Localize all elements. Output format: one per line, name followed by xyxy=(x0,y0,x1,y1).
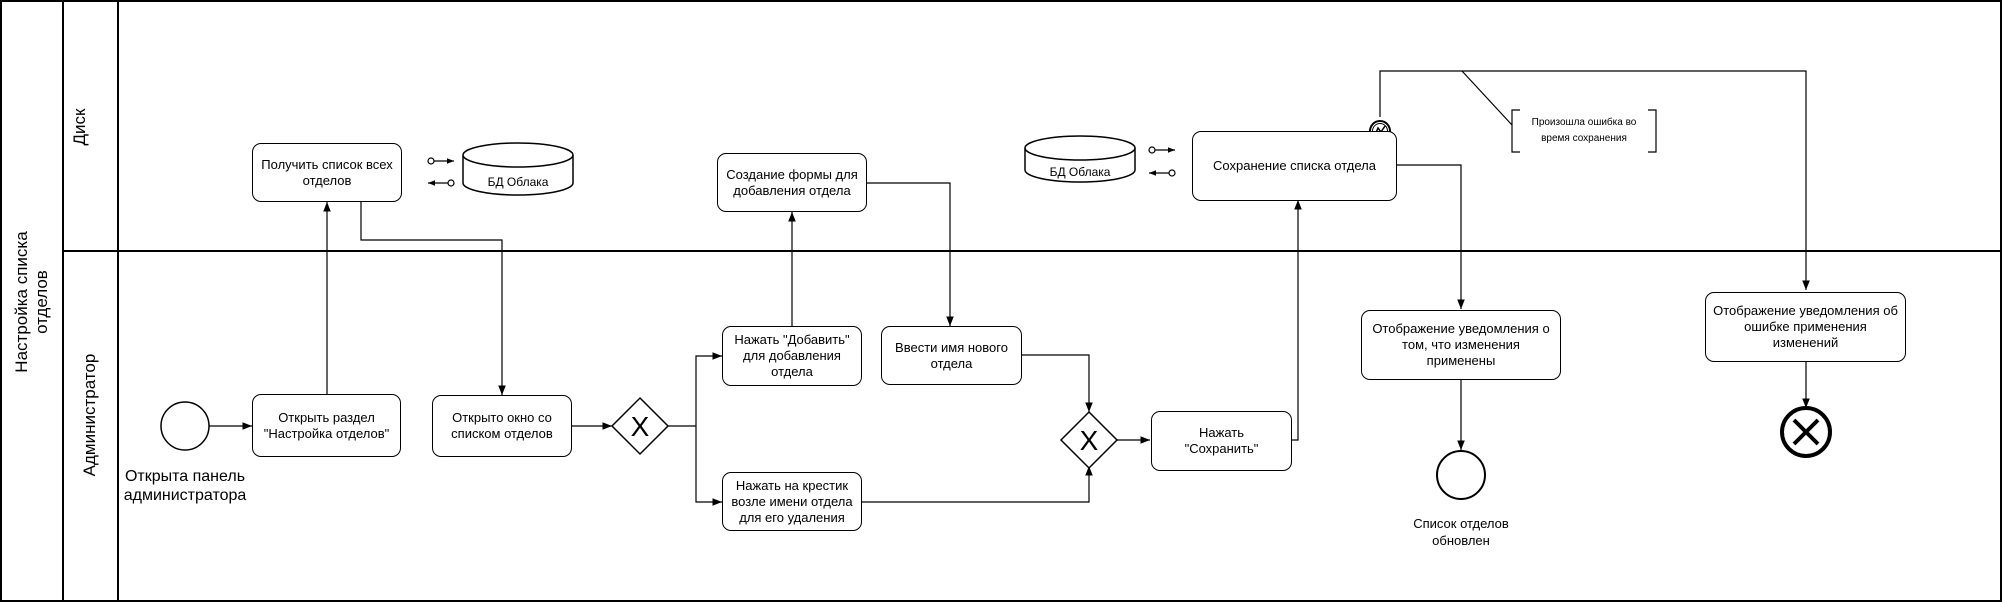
end-event-label: Список отделов обновлен xyxy=(1413,516,1509,548)
lane-title-disk: Диск xyxy=(70,108,89,146)
task-save-list: Сохранение списка отдела xyxy=(1192,131,1397,201)
flow-gateway-to-add xyxy=(695,352,722,426)
db-left-datastore xyxy=(462,142,574,196)
annotation-association xyxy=(1461,70,1513,126)
lane-title-admin: Администратор xyxy=(80,353,99,477)
pool-title: Настройка списка отделов xyxy=(12,231,51,373)
task-get-all-departments: Получить список всех отделов xyxy=(252,143,402,202)
db-left-label: БД Облака xyxy=(487,175,549,189)
gateway-2-symbol: X xyxy=(1080,425,1099,456)
flow-cross-to-gateway xyxy=(862,466,1093,503)
exclusive-gateway-1: X xyxy=(610,396,670,456)
task-create-form: Создание формы для добавления отдела xyxy=(717,153,867,212)
db-right-datastore xyxy=(1024,135,1136,183)
flow-save-to-save-list xyxy=(1292,200,1302,441)
task-press-cross: Нажать на крестик возле имени отдела для… xyxy=(722,472,862,531)
end-event xyxy=(1436,450,1486,500)
flow-get-all-to-window xyxy=(360,202,506,395)
flow-create-form-to-enter-name xyxy=(866,182,954,326)
task-window-opened: Открыто окно со списком отделов xyxy=(432,395,572,457)
error-annotation-text: Произошла ошибка во время сохранения xyxy=(1531,117,1637,144)
task-show-success: Отображение уведомления о том, что измен… xyxy=(1361,310,1561,380)
db-right-label: БД Облака xyxy=(1049,165,1111,179)
flow-enter-name-to-gateway xyxy=(1022,354,1093,412)
task-press-add: Нажать "Добавить" для добавления отдела xyxy=(722,326,862,386)
data-output-icon-right xyxy=(1148,146,1175,154)
data-output-icon-left xyxy=(427,157,454,165)
start-event xyxy=(160,401,210,451)
start-event-label: Открыта панель администратора xyxy=(123,468,247,504)
task-open-settings-section: Открыть раздел "Настройка отделов" xyxy=(252,394,401,457)
exclusive-gateway-2: X xyxy=(1059,410,1119,470)
flow-error-to-error-notice xyxy=(1379,70,1810,290)
flow-save-list-to-success xyxy=(1396,164,1465,309)
flow-gateway-to-cross xyxy=(695,426,722,506)
task-show-error: Отображение уведомления об ошибке примен… xyxy=(1705,292,1906,362)
error-end-event xyxy=(1780,406,1832,458)
annotation-bracket xyxy=(1511,109,1657,153)
task-press-save: Нажать "Сохранить" xyxy=(1151,411,1292,471)
data-input-icon-right xyxy=(1149,169,1176,177)
data-input-icon-left xyxy=(428,179,455,187)
gateway-1-symbol: X xyxy=(631,411,650,442)
task-enter-name: Ввести имя нового отдела xyxy=(881,326,1022,385)
